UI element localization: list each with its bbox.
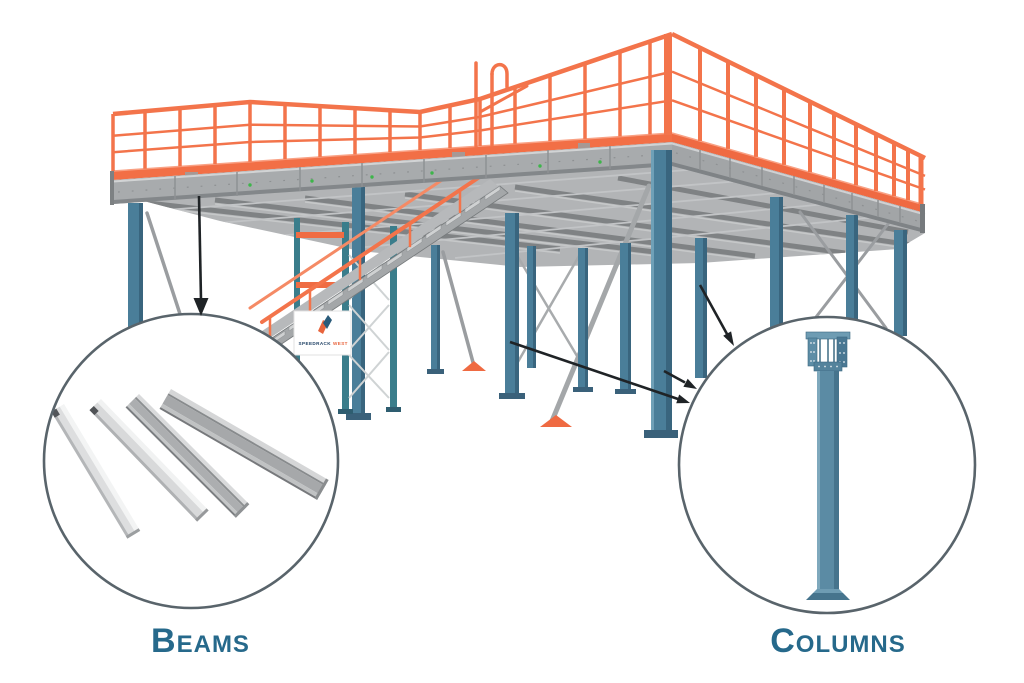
brace-foot (462, 361, 486, 371)
column (346, 183, 371, 420)
column (499, 213, 525, 399)
column (573, 248, 593, 392)
brand-sign-name: SPEEDRACK (299, 341, 332, 346)
guardrail-right (664, 31, 926, 204)
arrow-to-columns-long (509, 340, 690, 404)
callout-columns (677, 315, 977, 615)
columns-label: Columns (770, 622, 906, 660)
arrow-to-beams (193, 195, 209, 316)
brand-logo-icon (318, 315, 332, 334)
stair-gate (474, 61, 529, 148)
column (770, 197, 783, 330)
column (846, 215, 858, 330)
arrow-to-columns-short (663, 369, 697, 389)
guardrail-left (111, 31, 673, 171)
fascia-beam-right (672, 142, 925, 233)
beams-circle-border (42, 312, 340, 610)
brand-sign: SPEEDRACK WEST (293, 310, 352, 356)
corner-column (644, 150, 678, 438)
columns-circle-border (677, 315, 977, 615)
deck-edge-right (671, 132, 926, 233)
column-inset-art (805, 331, 851, 600)
deck-edge-left (110, 132, 673, 205)
kickplate-left (113, 133, 672, 180)
annotation-arrows (193, 195, 734, 404)
callout-beams (42, 312, 340, 610)
fascia-beam-left (113, 142, 672, 204)
deck-clips (248, 156, 657, 187)
beams-label: Beams (151, 622, 250, 660)
column (527, 246, 536, 368)
brace-foot (540, 415, 572, 427)
column (615, 243, 636, 394)
kickplate-right (672, 133, 925, 213)
column (695, 238, 707, 378)
corner-rail-post (664, 34, 672, 135)
arrow-to-columns-upper (698, 284, 734, 346)
brand-sign-region: WEST (333, 341, 348, 346)
deck-purlins (139, 168, 919, 259)
beams-inset-art (51, 389, 329, 539)
column (427, 245, 444, 374)
column (894, 230, 907, 336)
